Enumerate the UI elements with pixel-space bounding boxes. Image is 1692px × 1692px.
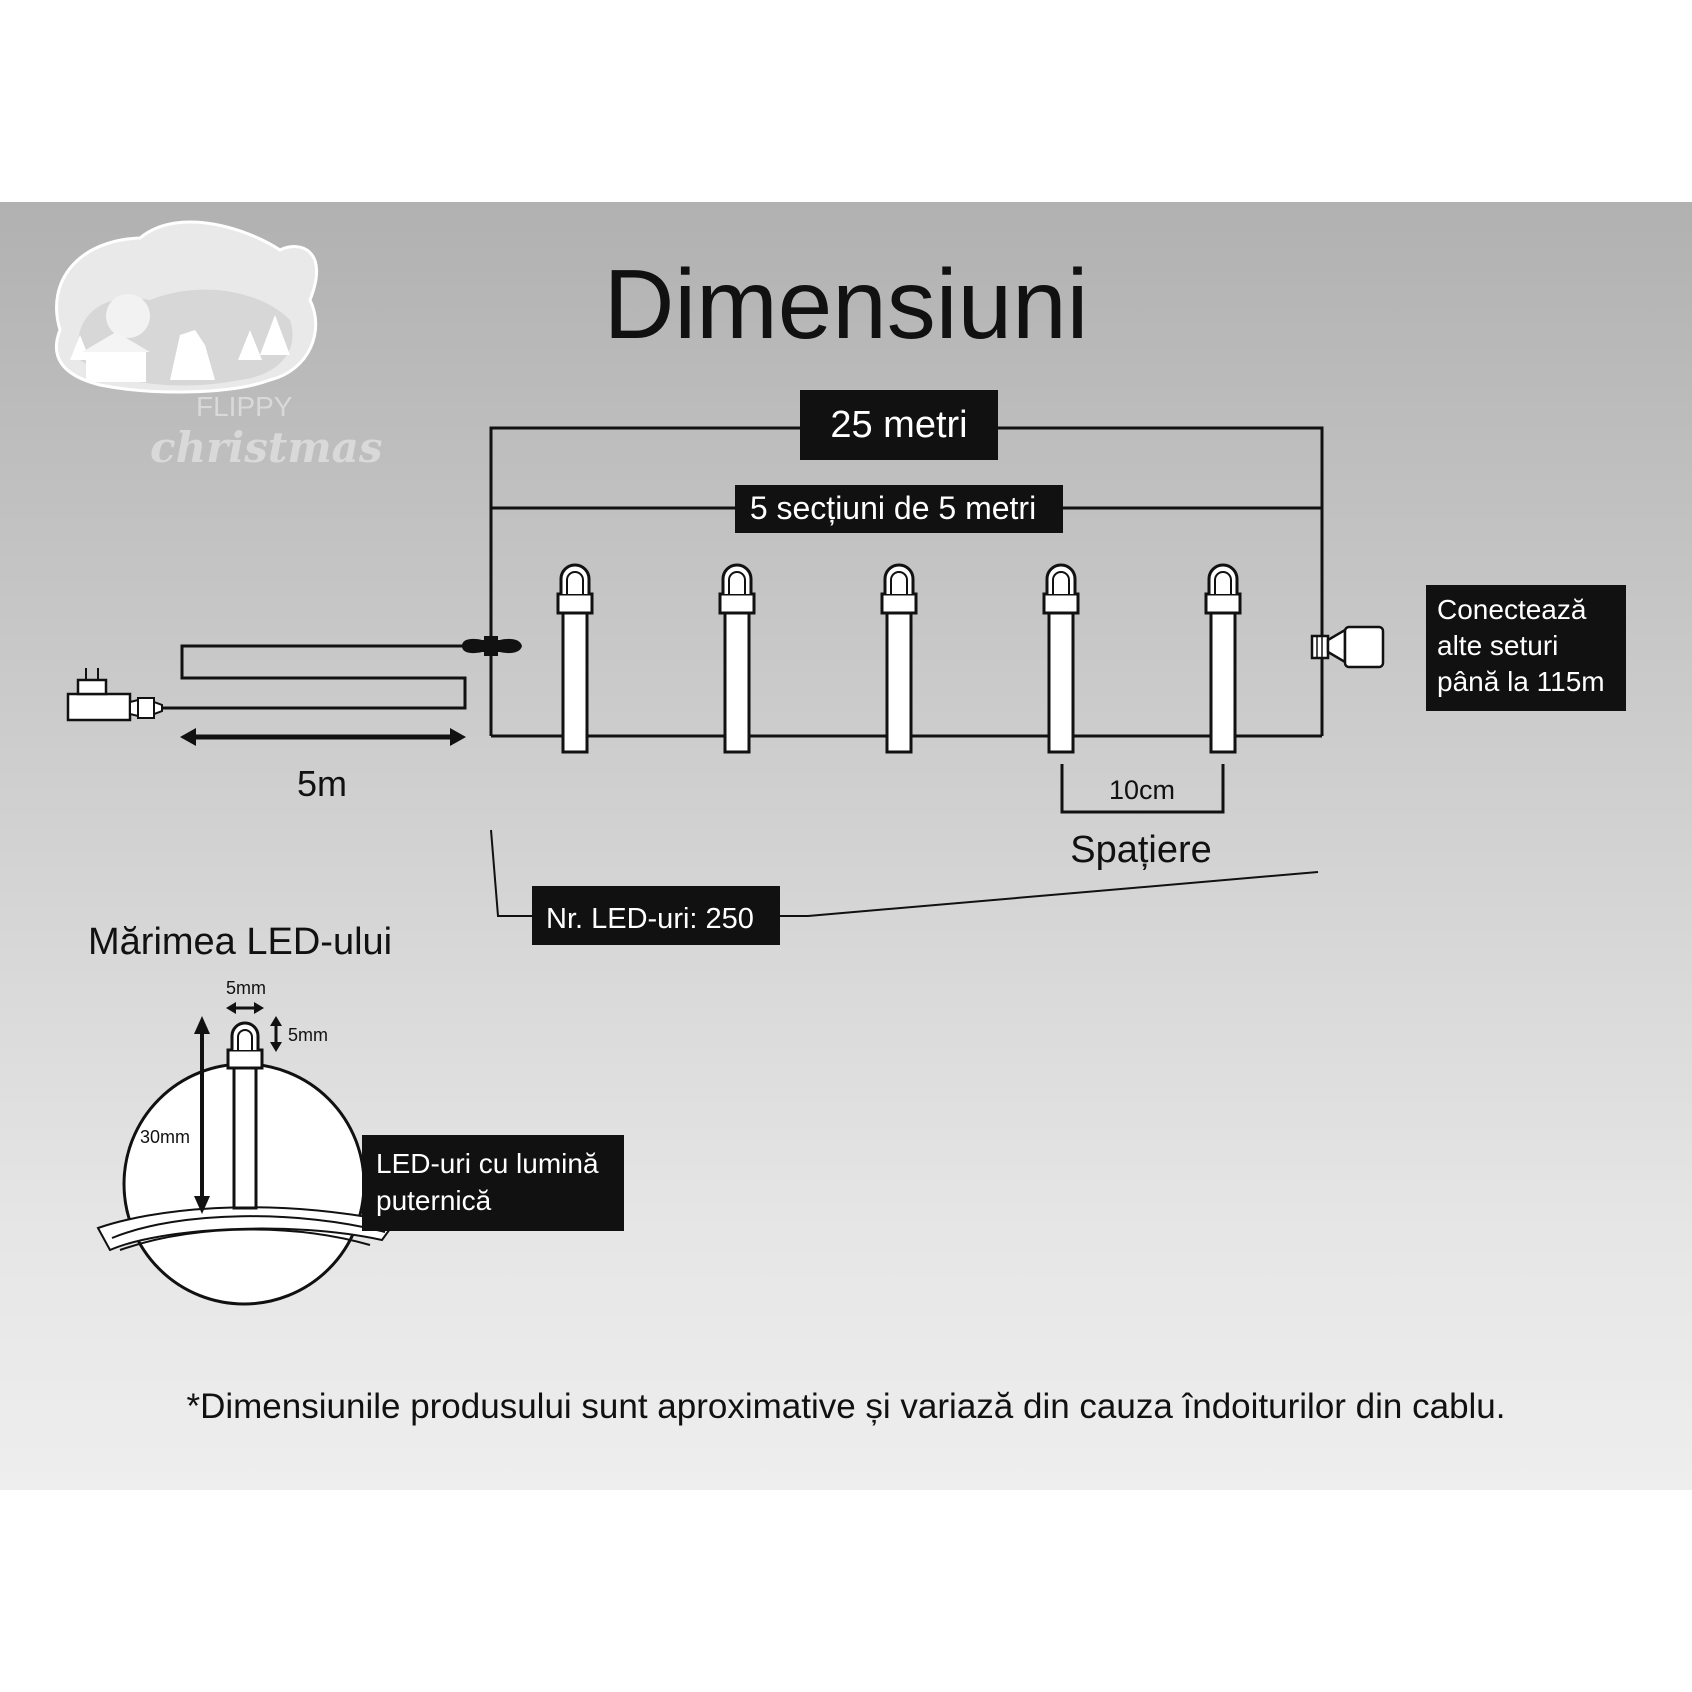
total-length-label: 25 metri <box>800 390 998 460</box>
logo-flippy: FLIPPY <box>196 391 293 422</box>
spacing-value: 10cm <box>1109 775 1175 805</box>
svg-text:puternică: puternică <box>376 1185 492 1216</box>
footnote: *Dimensiunile produsului sunt aproximati… <box>186 1387 1505 1426</box>
power-adapter <box>66 668 163 722</box>
led-row <box>556 563 1242 754</box>
led-bulb <box>718 563 756 754</box>
svg-text:până la 115m: până la 115m <box>1437 666 1605 697</box>
svg-text:5 secțiuni de 5 metri: 5 secțiuni de 5 metri <box>750 490 1036 526</box>
led-bulb <box>880 563 918 754</box>
lead-length-text: 5m <box>297 763 347 804</box>
bright-led-label: LED-uri cu lumină puternică <box>362 1135 624 1231</box>
svg-text:alte seturi: alte seturi <box>1437 630 1558 661</box>
led-size-heading: Mărimea LED-ului <box>88 921 392 963</box>
led-height-arrow: 5mm <box>270 1016 328 1052</box>
spacing-bracket: 10cm Spațiere <box>1060 764 1225 871</box>
led-bulb <box>1042 563 1080 754</box>
connect-label: Conectează alte seturi până la 115m <box>1426 585 1626 711</box>
led-length-text: 30mm <box>140 1127 190 1147</box>
svg-text:LED-uri cu lumină: LED-uri cu lumină <box>376 1148 599 1179</box>
led-bulb <box>1204 563 1242 754</box>
led-height-text: 5mm <box>288 1025 328 1045</box>
spacing-label: Spațiere <box>1070 829 1212 871</box>
lead-cable <box>162 644 491 710</box>
lead-length-arrow: 5m <box>180 728 466 804</box>
led-width-arrow: 5mm <box>226 978 266 1014</box>
led-bulb <box>556 563 594 754</box>
page-title: Dimensiuni <box>604 249 1089 359</box>
led-width-text: 5mm <box>226 978 266 998</box>
svg-text:25 metri: 25 metri <box>830 404 967 446</box>
led-count-callout: Nr. LED-uri: 250 <box>490 829 1319 945</box>
end-connector <box>1310 625 1385 669</box>
led-length-arrow: 30mm <box>140 1016 210 1214</box>
led-count-text: Nr. LED-uri: 250 <box>546 903 754 935</box>
logo-christmas: christmas <box>150 423 383 472</box>
sections-label: 5 secțiuni de 5 metri <box>735 485 1063 533</box>
svg-text:Conectează: Conectează <box>1437 594 1587 625</box>
led-size-closeup <box>96 1021 397 1306</box>
flippy-christmas-logo: FLIPPY christmas <box>54 220 383 472</box>
cable-joint <box>462 636 522 656</box>
